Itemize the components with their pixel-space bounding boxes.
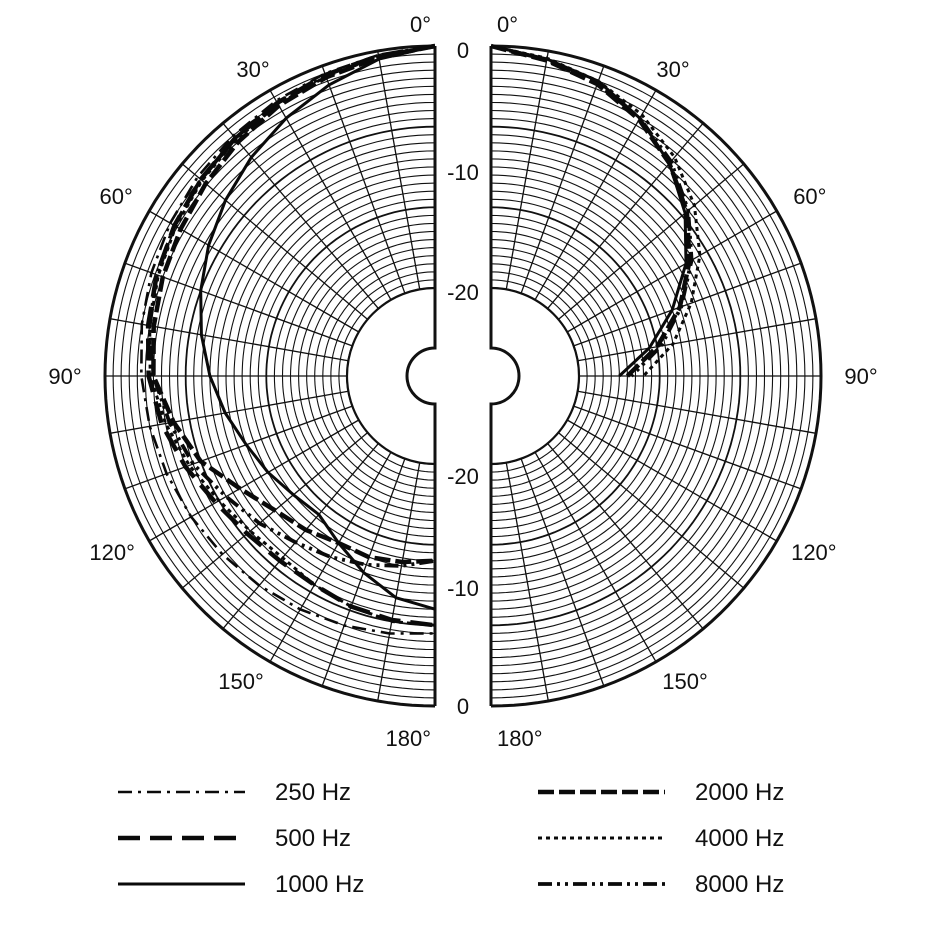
angle-label-right: 30° (656, 57, 689, 82)
grid-spoke (222, 122, 379, 310)
radial-tick-label: 0 (457, 38, 469, 63)
angle-label-right: 0° (497, 12, 518, 37)
grid-spoke (566, 210, 778, 333)
angle-label-left: 180° (385, 726, 431, 751)
grid-spoke (269, 451, 392, 663)
grid-spoke (573, 405, 802, 490)
radial-tick-label: -20 (447, 464, 479, 489)
series-right-1000hz (490, 44, 688, 378)
grid-spoke (109, 390, 349, 434)
chart-labels: 0° 0° 30° 30° 60° 60° 90° 90° 120° 120° 150° 150° 18… (48, 12, 877, 751)
series-right-2000hz (490, 43, 692, 378)
grid-spoke (321, 65, 406, 294)
legend-label: 8000 Hz (695, 871, 784, 898)
grid-spoke (505, 462, 549, 702)
grid-spoke (222, 442, 379, 630)
legend-label: 2000 Hz (695, 779, 784, 806)
series-right-8000hz (490, 44, 694, 378)
grid-spoke (377, 462, 421, 702)
grid-spoke (377, 50, 421, 290)
grid-spoke (547, 122, 704, 310)
grid-spoke (505, 50, 549, 290)
grid-spoke (577, 318, 817, 362)
series-left-250hz (140, 44, 436, 635)
grid-spoke (269, 89, 392, 301)
polar-grid-left (103, 44, 437, 708)
angle-label-left: 0° (410, 12, 431, 37)
radial-tick-label: -10 (447, 576, 479, 601)
grid-spoke (573, 262, 802, 347)
center-axis (489, 46, 521, 706)
grid-spoke (124, 405, 353, 490)
inner-blank (491, 288, 579, 464)
angle-label-left: 30° (236, 57, 269, 82)
grid-spoke (557, 432, 745, 589)
angle-label-left: 120° (89, 540, 135, 565)
angle-label-left: 60° (100, 184, 133, 209)
grid-spoke (520, 65, 605, 294)
legend-label: 250 Hz (275, 779, 351, 806)
grid-spoke (148, 419, 360, 542)
angle-label-right: 180° (497, 726, 543, 751)
grid-spoke (534, 89, 657, 301)
series-left (140, 43, 436, 635)
polar-grid-right (489, 44, 823, 708)
angle-label-right: 90° (844, 364, 877, 389)
outer-boundary (103, 44, 436, 708)
series-left-2000hz (151, 43, 436, 565)
grid-spoke (547, 442, 704, 630)
angle-label-left: 90° (48, 364, 81, 389)
angle-label-right: 60° (793, 184, 826, 209)
grid-spoke (566, 419, 778, 542)
legend: 250 Hz 500 Hz 1000 Hz 2000 Hz 4000 Hz 8000 Hz (118, 779, 784, 898)
inner-blank (347, 288, 435, 464)
radial-tick-label: -10 (447, 160, 479, 185)
inner-ring (490, 286, 581, 466)
outer-boundary (490, 44, 823, 708)
legend-label: 1000 Hz (275, 871, 364, 898)
legend-label: 500 Hz (275, 825, 351, 852)
radial-tick-label: 0 (457, 694, 469, 719)
angle-label-left: 150° (218, 669, 264, 694)
grid-spoke (520, 458, 605, 687)
grid-spoke (557, 163, 745, 320)
angle-label-right: 150° (662, 669, 708, 694)
grid-spoke (577, 390, 817, 434)
inner-ring (345, 286, 436, 466)
legend-label: 4000 Hz (695, 825, 784, 852)
grid-spoke (181, 163, 369, 320)
series-left-8000hz (147, 44, 436, 568)
angle-label-right: 120° (791, 540, 837, 565)
series-right (490, 43, 702, 378)
grid-spoke (534, 451, 657, 663)
grid-spoke (148, 210, 360, 333)
series-right-4000hz (490, 44, 702, 378)
center-axis (405, 46, 437, 706)
radial-tick-label: -20 (447, 280, 479, 305)
